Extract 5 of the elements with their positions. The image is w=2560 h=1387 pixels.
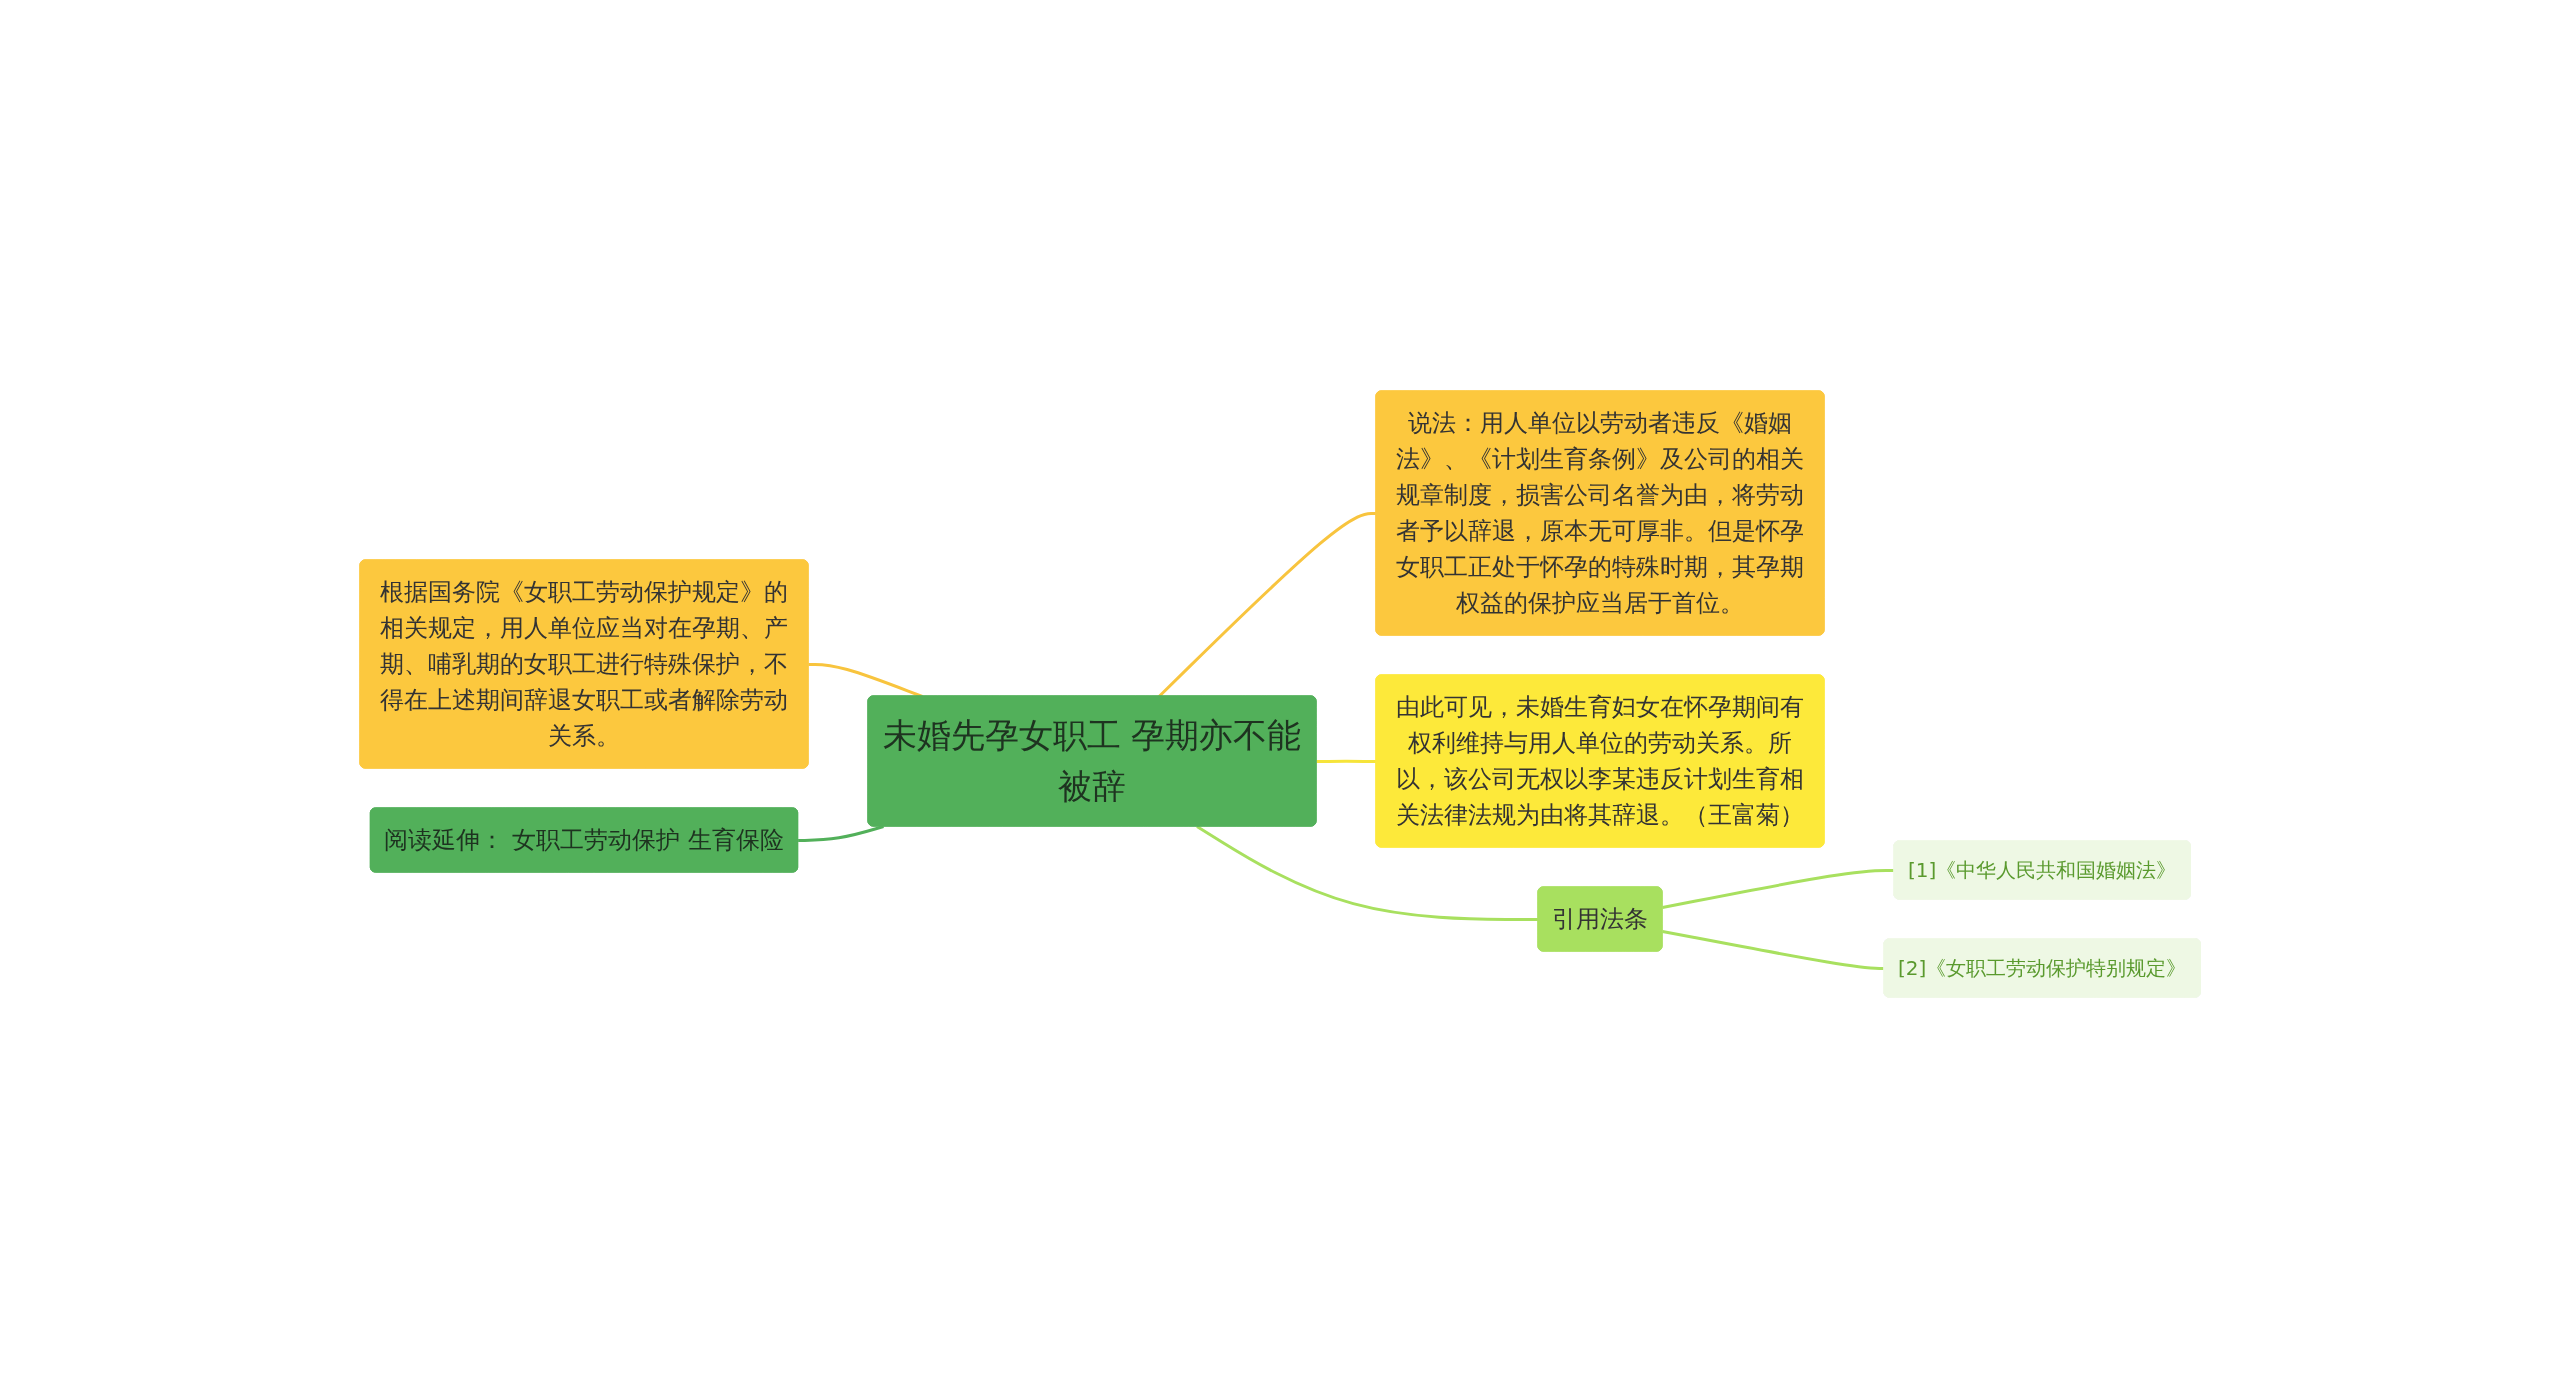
connector <box>1196 824 1539 921</box>
connector <box>1662 868 1895 909</box>
connector <box>1316 759 1377 763</box>
connector <box>1662 929 1885 970</box>
connector <box>797 824 884 842</box>
